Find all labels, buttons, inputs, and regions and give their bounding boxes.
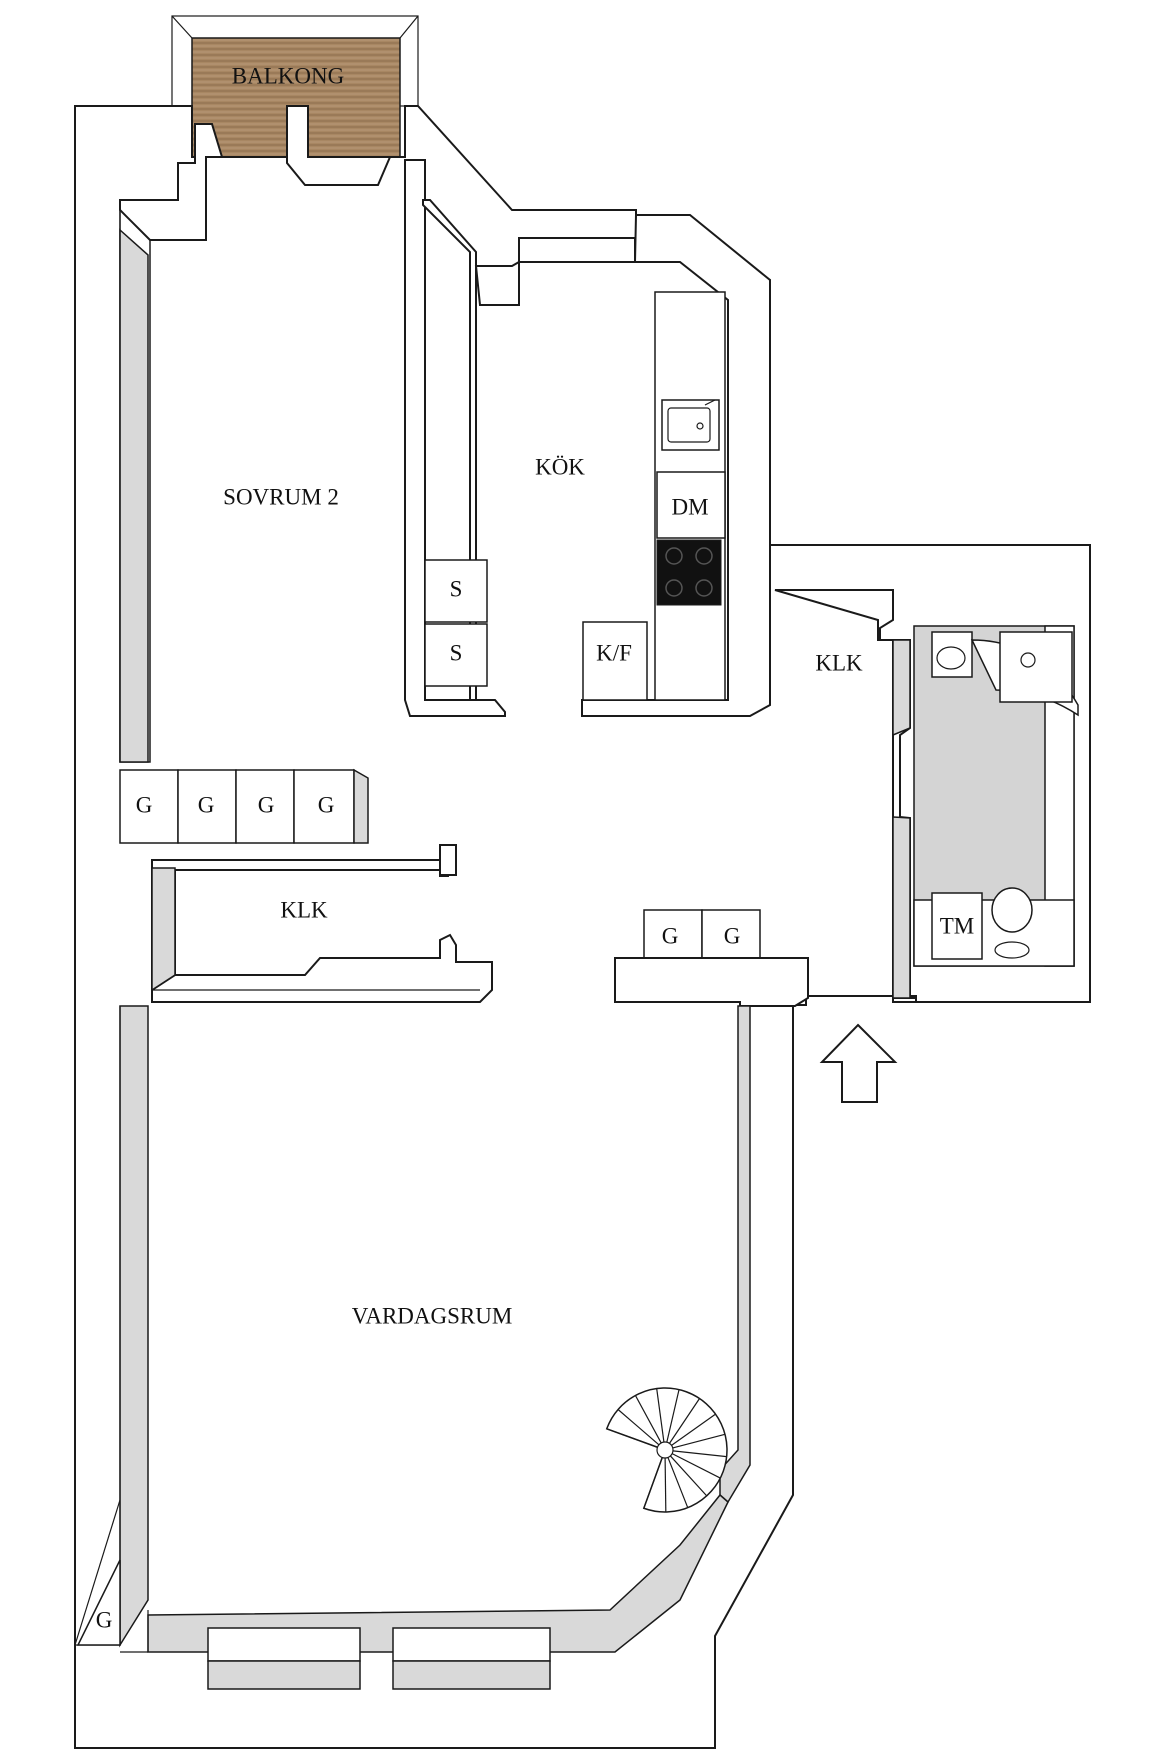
stair-step [606, 1428, 658, 1448]
toilet [991, 887, 1033, 933]
entrance-arrow-icon [819, 1023, 898, 1103]
room-label-sovrum2: SOVRUM 2 [223, 484, 339, 509]
stair-step [664, 1457, 667, 1513]
spiral-staircase-icon [605, 1387, 728, 1513]
storage-bottom-label: S [450, 640, 463, 665]
hall-wardrobes: G G [614, 909, 809, 1007]
stair-step [666, 1389, 680, 1443]
dishwasher-label: DM [671, 494, 708, 519]
fridge-freezer [582, 621, 648, 701]
stair-step [672, 1450, 727, 1458]
wardrobe-g-4: G [318, 792, 335, 817]
shower [999, 631, 1073, 703]
corner-wardrobe-g: G [96, 1607, 113, 1632]
fridge-freezer-label: K/F [596, 640, 632, 665]
stair-step [672, 1433, 726, 1449]
wardrobe-g-1: G [136, 792, 153, 817]
stair-step [671, 1453, 721, 1479]
dishwasher [656, 471, 726, 539]
stair-step [656, 1388, 665, 1443]
stair-step [643, 1457, 663, 1509]
wardrobe-g-3: G [258, 792, 275, 817]
room-label-balkong: BALKONG [232, 63, 344, 88]
stair-center [656, 1441, 674, 1459]
washing-machine-label: TM [940, 913, 975, 938]
wardrobe-g-2: G [198, 792, 215, 817]
bedroom-wardrobes: G G G G [119, 768, 369, 844]
room-label-kok: KÖK [535, 454, 585, 479]
living-room-walls [75, 1005, 751, 1690]
stove [656, 539, 722, 606]
storage-top [424, 559, 488, 623]
stair-step [669, 1455, 708, 1497]
stair-step [667, 1457, 689, 1508]
room-label-klk-mid: KLK [280, 897, 328, 922]
hall-wardrobe-g-1: G [662, 923, 679, 948]
hall-wardrobe-g-2: G [724, 923, 741, 948]
stair-step [634, 1395, 662, 1444]
bathroom-fixtures: TM [931, 631, 1079, 960]
washing-machine [931, 892, 983, 960]
room-label-klk-right: KLK [815, 650, 863, 675]
storage-bottom [424, 623, 488, 687]
kitchen-fixtures: DM K/F S S [424, 399, 726, 701]
stair-step [668, 1398, 701, 1444]
storage-top-label: S [450, 576, 463, 601]
middle-closet-walls [151, 844, 493, 1003]
stair-step [617, 1409, 660, 1446]
corner-wardrobe [76, 1559, 121, 1646]
stair-step [671, 1413, 716, 1446]
room-label-vardagsrum: VARDAGSRUM [352, 1303, 513, 1328]
